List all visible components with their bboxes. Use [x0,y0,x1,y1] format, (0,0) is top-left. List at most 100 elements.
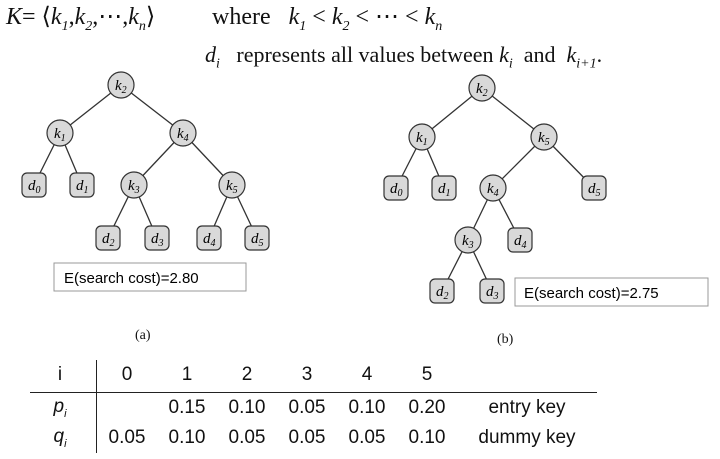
node-label-sub: 4 [211,238,216,249]
table-cell: 0.20 [408,397,446,418]
key-node-k5 [530,123,558,151]
formula-sub: n [435,18,443,34]
table-header-cell: 4 [337,360,397,393]
formula-k: k [331,4,343,30]
dummy-node-d4 [196,225,222,251]
node-label-sub: 3 [134,185,140,196]
formula-where-word: where [212,4,271,30]
row-label-p: pi [30,392,97,423]
node-label-sub: 1 [446,188,451,199]
node-label-sub: 1 [423,137,428,148]
row-label-letter: q [53,426,65,448]
formula-lt: < [312,4,326,30]
row-tail-q: dummy key [478,427,576,448]
key-node-k1 [46,119,74,147]
formula-k: k [128,4,139,30]
node-label-k5: k5 [226,178,238,196]
formula-k: k [50,4,62,30]
formula-period: . [596,42,603,67]
node-label-sub: 0 [398,188,403,199]
formula-dots: ⋯ [98,4,123,30]
table-row-p: pi 0.15 0.10 0.05 0.10 0.20 entry key [30,392,597,423]
formula-lt: < [405,4,419,30]
table-row-q: qi 0.05 0.10 0.05 0.05 0.05 0.10 dummy k… [30,423,597,453]
formula-and: and [523,42,556,67]
node-label-k1: k1 [416,130,428,148]
formula-lt: < [355,4,370,30]
dummy-node-d2 [95,225,121,251]
dummy-node-d4 [507,227,533,253]
formula-sub: i+1 [576,56,597,72]
node-label-k2: k2 [476,81,488,99]
table-cell: 0.05 [108,427,146,448]
node-label-sub: 3 [468,240,474,251]
cost-label-b: E(search cost)=2.75 [524,285,659,302]
formula-sub: 2 [342,18,350,34]
key-node-k4 [479,174,507,202]
key-node-k2 [468,74,496,102]
node-label-sub: 4 [494,188,499,199]
node-label-sub: 2 [483,88,488,99]
key-node-k3 [120,171,148,199]
node-label-k4: k4 [177,126,189,144]
table-cell: 0.05 [348,427,386,448]
node-label-sub: 1 [84,185,89,196]
table-cell: 0.05 [288,397,326,418]
key-node-k5 [218,171,246,199]
cost-box-a [53,262,247,292]
probability-table: i 0 1 2 3 4 5 pi 0.15 0.10 0.05 0.10 0.2… [30,360,597,453]
row-label-sub: i [64,437,67,450]
dummy-node-d1 [431,175,457,201]
formula-sub: 1 [299,18,307,34]
formula-k: k [499,42,509,67]
node-label-k3: k3 [128,178,140,196]
table-cell: 0.10 [168,427,206,448]
key-node-k2 [107,71,135,99]
node-label-sub: 1 [61,133,66,144]
formula-sub: 1 [61,18,69,34]
table-header-cell: 2 [217,360,277,393]
dummy-node-d5 [581,175,607,201]
formula-sub: 2 [85,18,93,34]
dummy-node-d0 [383,175,409,201]
table-header-cell: 0 [96,360,157,393]
node-label-sub: 4 [184,133,189,144]
node-label-k3: k3 [462,233,474,251]
formula-line-1: K= ⟨k1,k2,⋯,kn⟩ [6,4,156,34]
cost-label-a: E(search cost)=2.80 [64,270,199,287]
formula-line-2: di represents all values between ki and … [205,42,602,72]
table-cell: 0.10 [228,397,266,418]
formula-d: d [205,42,216,67]
node-label-sub: 3 [493,291,499,302]
node-label-sub: 3 [158,238,164,249]
dummy-node-d3 [144,225,170,251]
cost-box-b [514,277,709,307]
node-label-sub: 5 [259,238,264,249]
key-node-k1 [408,123,436,151]
row-label-sub: i [64,407,67,420]
row-label-letter: p [53,396,65,418]
table-header-cell: 1 [157,360,217,393]
node-label-k4: k4 [487,181,499,199]
node-label-sub: 4 [522,240,527,251]
node-label-k1: k1 [54,126,66,144]
formula-k: k [424,4,436,30]
formula-sub: n [138,18,146,34]
formula-sub: i [216,56,220,72]
formula-k: k [288,4,300,30]
table-header-tail [457,360,597,393]
node-label-sub: 5 [596,188,601,199]
dummy-node-d0 [21,172,47,198]
node-label-sub: 5 [545,137,550,148]
formula-K: K [6,4,23,30]
row-label-q: qi [30,423,97,453]
dummy-node-d2 [429,278,455,304]
table-header-cell: 3 [277,360,337,393]
node-label-k2: k2 [115,78,127,96]
dummy-node-d3 [479,278,505,304]
table-header-row: i 0 1 2 3 4 5 [30,360,597,393]
node-label-sub: 2 [122,85,127,96]
